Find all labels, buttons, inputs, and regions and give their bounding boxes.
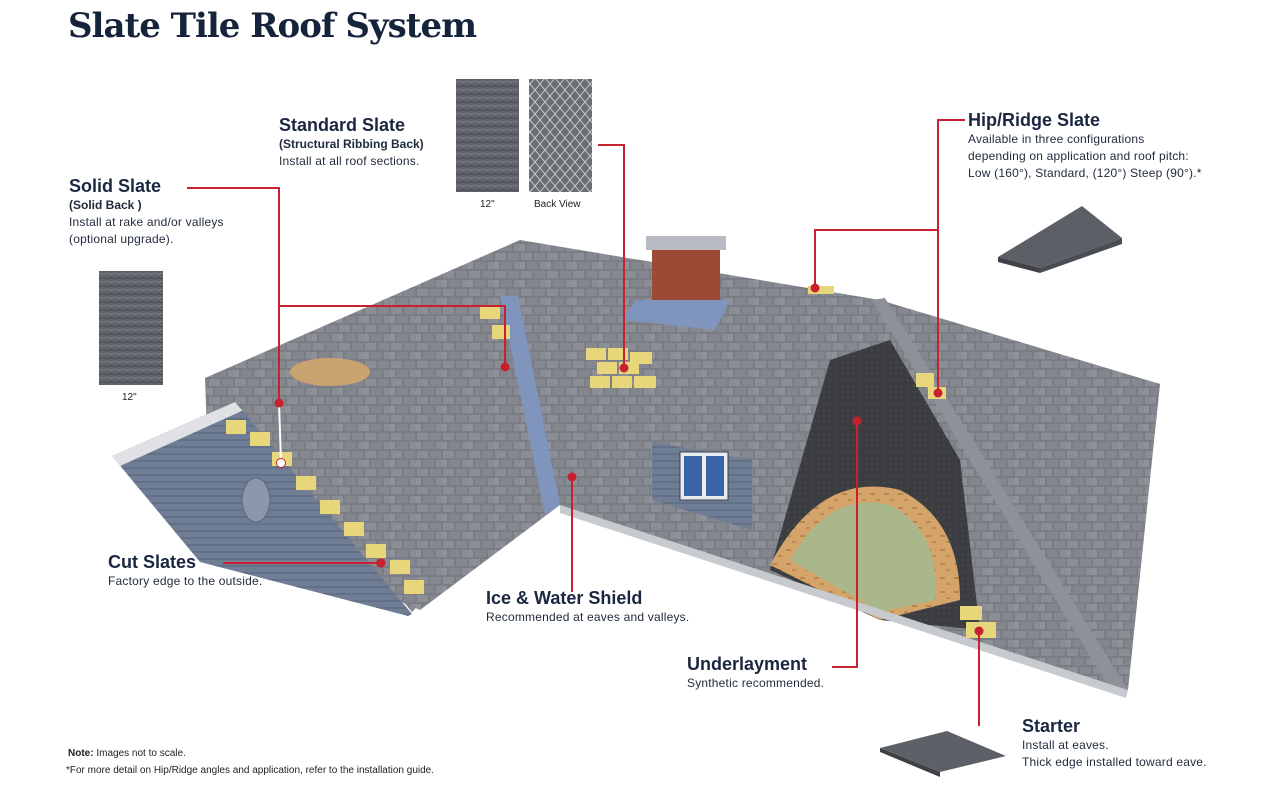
starter-line1: Install at eaves. xyxy=(1022,738,1109,752)
note-text: Images not to scale. xyxy=(93,748,186,759)
solid-slate-caption: 12" xyxy=(122,392,137,403)
solid-slate-leader xyxy=(187,187,280,403)
standard-slate-heading: Standard Slate xyxy=(279,115,406,135)
standard-slate-front-image xyxy=(456,79,519,192)
hip-ridge-line3: Low (160°), Standard, (120°) Steep (90°)… xyxy=(968,166,1202,180)
hip-ridge-leader xyxy=(937,119,965,393)
cut-slates-callout: Cut Slates Factory edge to the outside. xyxy=(108,551,262,590)
starter-slate-image xyxy=(880,731,1006,777)
solid-slate-sub: (Solid Back ) xyxy=(69,198,142,212)
underlayment-heading: Underlayment xyxy=(687,654,808,674)
ice-water-text: Recommended at eaves and valleys. xyxy=(486,610,690,624)
underlayment-text: Synthetic recommended. xyxy=(687,676,825,690)
cut-slates-heading: Cut Slates xyxy=(108,552,197,572)
standard-slate-back-image xyxy=(529,79,592,192)
starter-heading: Starter xyxy=(1022,716,1081,736)
standard-slate-sub: (Structural Ribbing Back) xyxy=(279,137,424,151)
hip-ridge-line2: depending on application and roof pitch: xyxy=(968,149,1189,163)
hip-ridge-slate-image xyxy=(998,206,1122,273)
hip-ridge-callout: Hip/Ridge Slate Available in three confi… xyxy=(968,109,1202,182)
solid-slate-heading: Solid Slate xyxy=(69,176,162,196)
roof-illustration xyxy=(112,236,1160,698)
underlayment-callout: Underlayment Synthetic recommended. xyxy=(687,653,824,692)
hip-ridge-branch xyxy=(814,229,938,288)
standard-slate-callout: Standard Slate (Structural Ribbing Back)… xyxy=(279,114,424,170)
cut-slates-text: Factory edge to the outside. xyxy=(108,574,263,588)
solid-slate-line2: (optional upgrade). xyxy=(69,232,174,246)
standard-slate-front-caption: 12" xyxy=(480,199,495,210)
note-line: Note: Images not to scale. xyxy=(68,748,186,759)
solid-slate-tile-image xyxy=(99,271,163,385)
solid-slate-callout: Solid Slate (Solid Back ) Install at rak… xyxy=(69,175,224,248)
footnote: *For more detail on Hip/Ridge angles and… xyxy=(66,765,434,776)
underlayment-leader xyxy=(832,421,858,668)
page-title: Slate Tile Roof System xyxy=(68,6,477,46)
starter-line2: Thick edge installed toward eave. xyxy=(1022,755,1207,769)
hip-ridge-heading: Hip/Ridge Slate xyxy=(968,110,1101,130)
starter-callout: Starter Install at eaves. Thick edge ins… xyxy=(1022,715,1207,771)
standard-slate-leader xyxy=(598,144,625,368)
note-label: Note: xyxy=(68,748,94,759)
standard-slate-text: Install at all roof sections. xyxy=(279,154,420,168)
solid-slate-branch xyxy=(279,305,506,367)
standard-slate-back-caption: Back View xyxy=(534,199,581,210)
ice-water-callout: Ice & Water Shield Recommended at eaves … xyxy=(486,587,689,626)
solid-slate-line1: Install at rake and/or valleys xyxy=(69,215,224,229)
hip-ridge-line1: Available in three configurations xyxy=(968,132,1145,146)
callout-dots xyxy=(274,283,984,636)
callout-lines xyxy=(187,119,980,726)
ice-water-heading: Ice & Water Shield xyxy=(486,588,643,608)
